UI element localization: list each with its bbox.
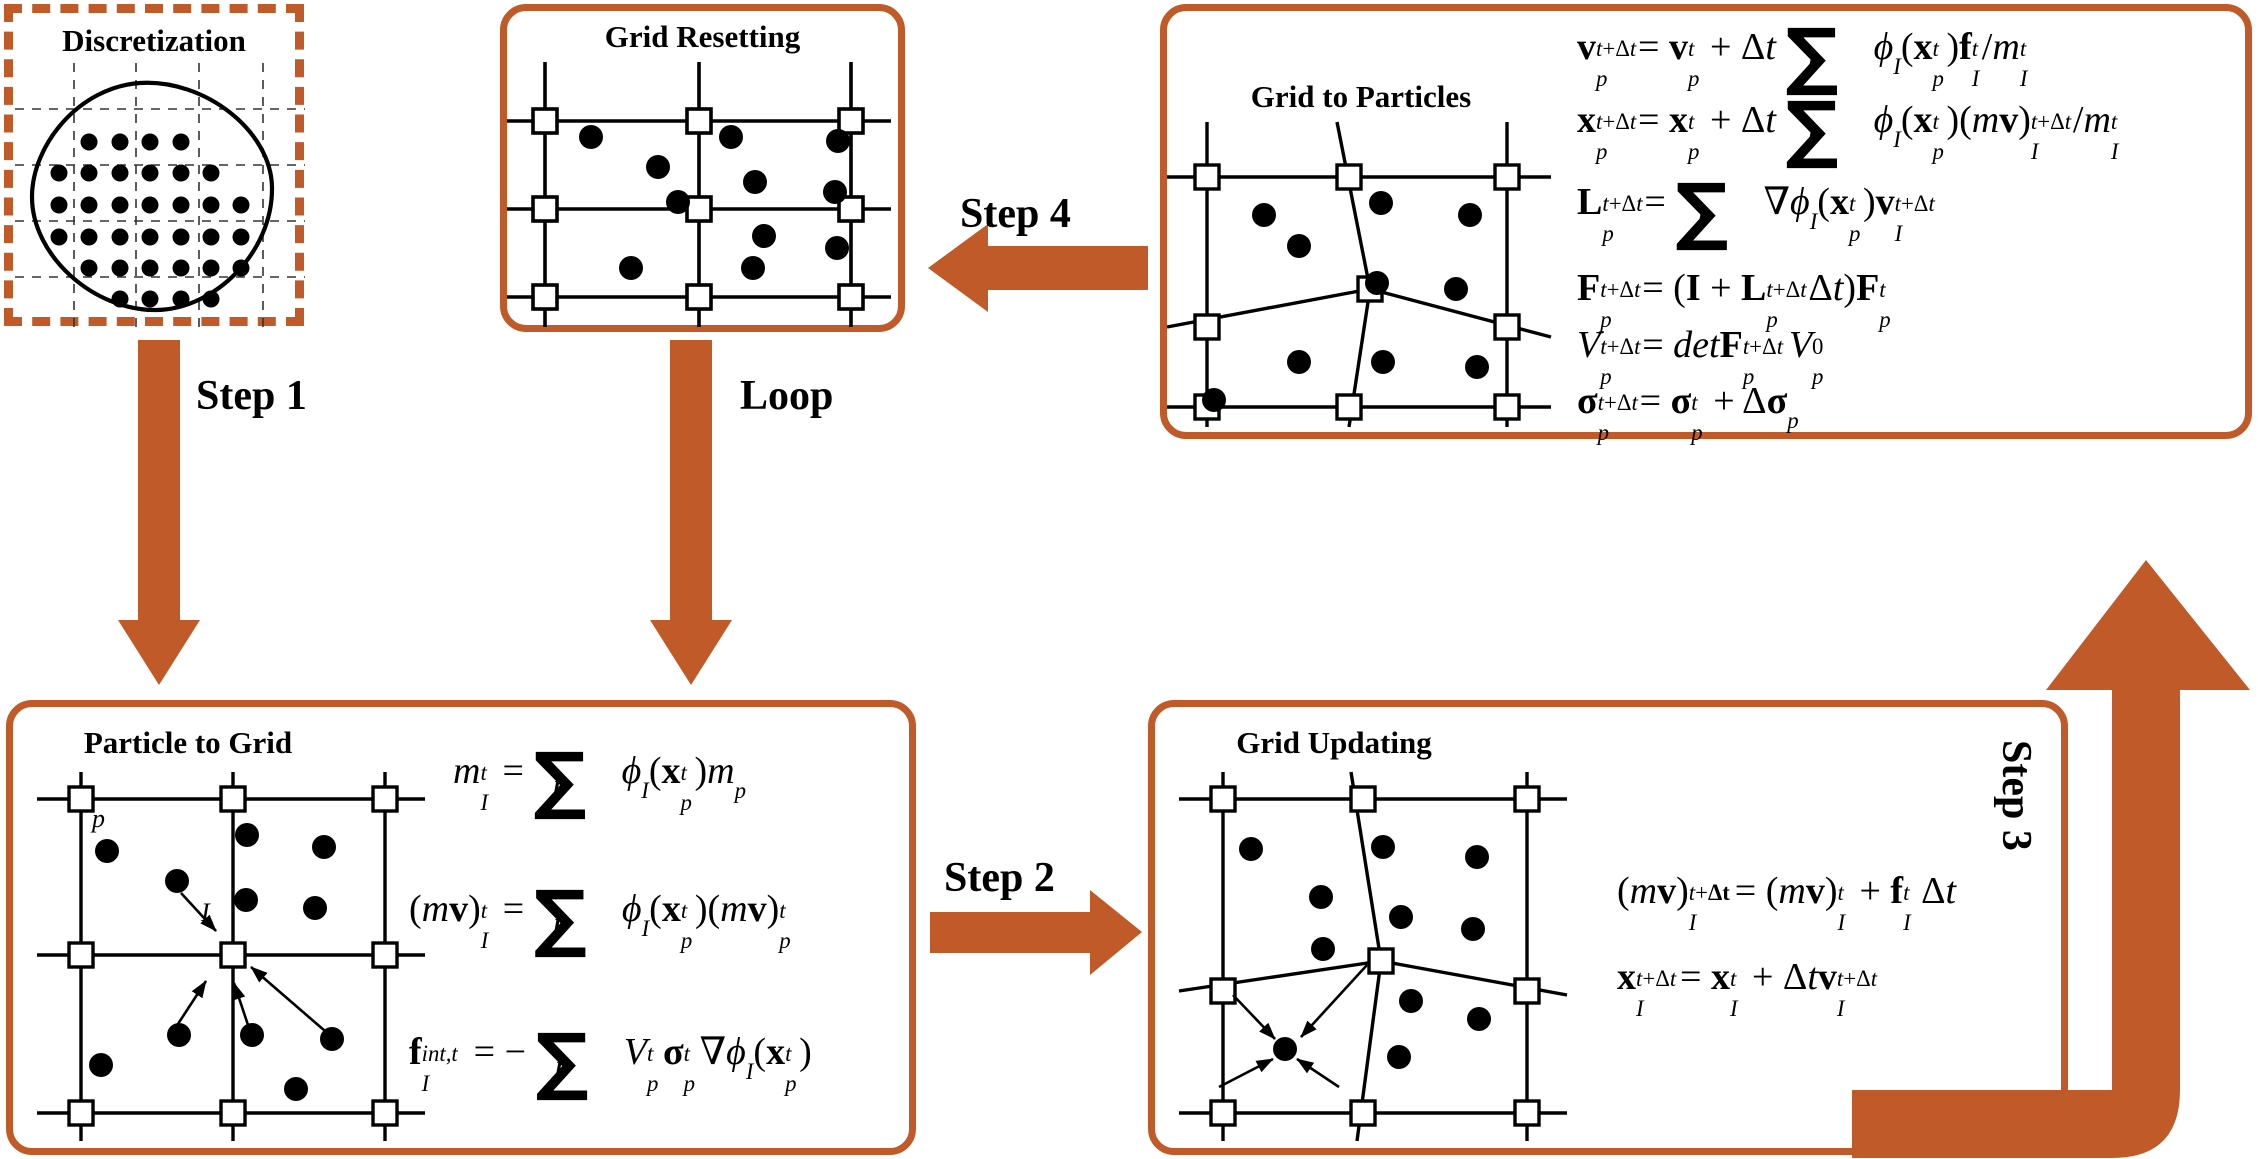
panel-grid-to-particles: Grid to Particles [1159,4,2252,445]
panel-grid-updating: Grid Updating [1148,700,2068,1155]
discretization-graphic [9,59,309,331]
svg-text:p: p [90,804,105,833]
panel-particle-to-grid: Particle to Grid [6,700,916,1155]
panel-title-particle-to-grid: Particle to Grid [83,725,293,760]
panel-grid-resetting: Grid Resetting [500,4,905,332]
arrow-step4 [920,224,1150,338]
arrow-label-step3: Step 3 [1993,740,2039,851]
panel-title-grid-to-particles: Grid to Particles [1250,79,1472,114]
grid-resetting-graphic [503,59,903,331]
arrow-loop [650,340,760,690]
grid-to-particles-graphic [1159,119,1559,431]
arrow-label-step1: Step 1 [196,373,307,419]
arrow-step1 [118,340,228,690]
arrow-label-step2: Step 2 [944,855,1055,901]
grid-updating-graphic [1171,769,1571,1144]
arrow-step3 [1850,440,2258,1159]
panel-title-discretization: Discretization [62,23,246,58]
arrow-label-loop: Loop [740,373,834,419]
particle-to-grid-graphic: p I [29,769,429,1144]
panel-title-grid-updating: Grid Updating [1236,725,1432,760]
panel-title-grid-resetting: Grid Resetting [604,19,801,54]
svg-text:I: I [200,898,211,927]
arrow-step2 [930,890,1145,1000]
arrow-label-step4: Step 4 [960,191,1071,237]
panel-discretization: Discretization [4,4,305,327]
